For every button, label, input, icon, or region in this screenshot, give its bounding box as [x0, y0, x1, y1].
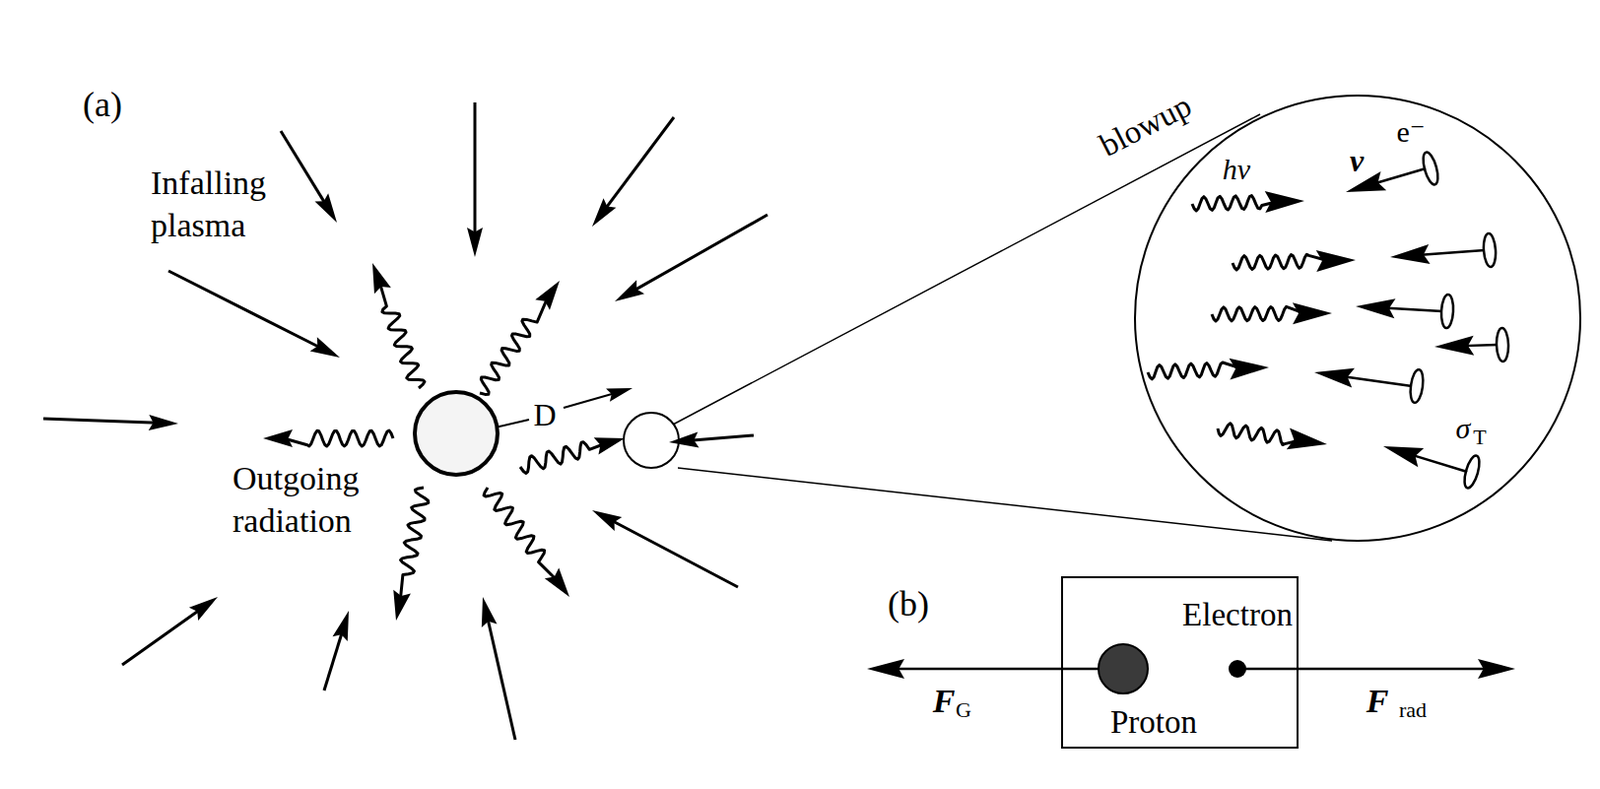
photon-head — [1229, 358, 1269, 381]
blowup-circle — [1134, 95, 1581, 541]
photon-head — [1316, 250, 1356, 272]
photon-wave — [1192, 196, 1277, 211]
radiation-force-arrow — [1237, 667, 1489, 671]
panel-label: (b) — [887, 584, 930, 625]
velocity-arrow — [1409, 454, 1467, 472]
photon-wave — [1217, 423, 1300, 446]
velocity-arrow — [1372, 168, 1426, 185]
blowup-leader — [672, 114, 1261, 425]
photon-head — [1286, 427, 1328, 450]
velocity-arrow — [1383, 308, 1443, 312]
electron-caption: Electron — [1182, 597, 1293, 635]
infall-arrow — [315, 193, 337, 223]
proton-dot — [1098, 644, 1148, 694]
callout-label: blowup — [1093, 87, 1198, 166]
infall-arrow — [610, 520, 738, 588]
central-object — [414, 392, 498, 475]
region-label: Infalling plasma — [150, 162, 314, 248]
region-label: Outgoing radiation — [232, 458, 396, 543]
infall-arrow — [604, 117, 674, 210]
gravity-arrow — [893, 667, 1124, 671]
cross-section-label: σ — [1456, 411, 1471, 447]
photon-wave — [379, 282, 425, 389]
infall-arrow — [614, 279, 645, 302]
infall-arrow — [324, 630, 343, 691]
particle-box: ElectronProton — [1061, 576, 1299, 749]
electron-dot — [1228, 660, 1247, 678]
infall-arrow — [592, 198, 616, 227]
photon-wave — [1232, 254, 1329, 270]
illustration-lines — [43, 102, 1516, 740]
infall-arrow — [310, 336, 340, 358]
photon-wave — [283, 430, 394, 447]
velocity-arrow — [1417, 250, 1485, 256]
infall-arrow — [487, 616, 516, 740]
proton-caption: Proton — [1110, 704, 1198, 742]
electron-label: e⁻ — [1396, 115, 1425, 150]
cross-section-subscript: T — [1472, 424, 1486, 450]
photon-wave — [479, 297, 548, 395]
infall-arrow — [632, 214, 768, 292]
velocity-label: v — [1349, 142, 1364, 180]
infall-arrow — [592, 510, 622, 532]
photon-head — [1292, 302, 1333, 325]
zoom-circle — [623, 412, 679, 468]
photon-wave — [520, 442, 605, 474]
force-subscript: rad — [1399, 697, 1427, 723]
photon-wave — [1147, 362, 1242, 380]
electron-symbol — [1440, 294, 1455, 330]
distance-arrow — [563, 393, 616, 408]
photon-wave — [1211, 306, 1305, 322]
photon-wave — [400, 487, 429, 600]
photon-wave — [483, 487, 557, 581]
electron-symbol — [1496, 328, 1510, 362]
velocity-arrow — [1462, 344, 1498, 346]
photon-label: hν — [1222, 152, 1251, 188]
infall-arrow — [43, 418, 158, 423]
force-label: F — [933, 681, 956, 721]
infall-arrow — [122, 608, 201, 666]
photon-head — [534, 280, 560, 311]
blowup-leader — [677, 467, 1333, 541]
force-subscript: G — [955, 697, 972, 723]
infall-arrow — [689, 435, 754, 441]
force-label: F — [1366, 681, 1390, 721]
distance-label: D — [533, 397, 556, 434]
velocity-arrow — [1341, 376, 1412, 387]
infall-arrow — [280, 131, 327, 205]
infall-arrow — [473, 102, 477, 237]
panel-label: (a) — [82, 84, 123, 126]
infall-arrow — [189, 597, 218, 621]
infall-arrow — [168, 270, 322, 349]
